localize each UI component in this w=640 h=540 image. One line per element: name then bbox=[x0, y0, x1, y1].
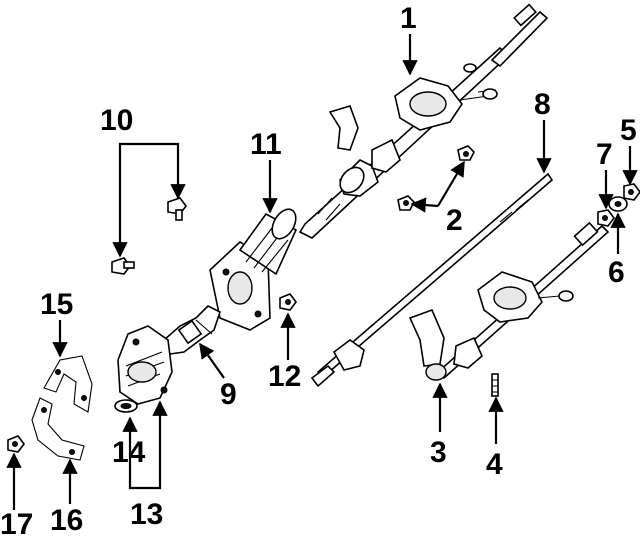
callout-4: 4 bbox=[486, 448, 503, 481]
steering-column-assembly-lower[interactable] bbox=[408, 221, 610, 381]
callout-2: 2 bbox=[446, 204, 463, 237]
bolt-part-4[interactable] bbox=[491, 373, 499, 397]
nut-part-5[interactable] bbox=[623, 183, 640, 201]
callout-13: 13 bbox=[130, 498, 163, 531]
leader-13-bracket bbox=[128, 474, 162, 490]
seal-ring[interactable] bbox=[114, 399, 138, 413]
callout-14: 14 bbox=[112, 436, 146, 469]
callout-9: 9 bbox=[220, 378, 237, 411]
gasket[interactable] bbox=[43, 355, 93, 413]
bolt-part-10-left[interactable] bbox=[111, 257, 135, 275]
steering-column-assembly-upper[interactable] bbox=[298, 3, 549, 239]
callout-11: 11 bbox=[250, 128, 282, 161]
callout-1: 1 bbox=[400, 2, 417, 35]
column-boot-cover[interactable] bbox=[209, 205, 301, 331]
leader-9 bbox=[199, 342, 225, 379]
callout-8: 8 bbox=[534, 88, 551, 121]
washer-part-6[interactable] bbox=[608, 196, 628, 212]
callout-12: 12 bbox=[268, 360, 301, 393]
nut-part-12[interactable] bbox=[279, 293, 297, 311]
bolt-part-10-right[interactable] bbox=[167, 197, 187, 221]
leader-2a bbox=[410, 197, 439, 213]
callout-3: 3 bbox=[430, 436, 447, 469]
lower-cover-assembly[interactable] bbox=[117, 325, 173, 405]
retainer-plate[interactable] bbox=[31, 397, 85, 461]
callout-10: 10 bbox=[100, 104, 133, 137]
callout-16: 16 bbox=[50, 504, 83, 537]
leader-10-bracket bbox=[118, 142, 180, 250]
callout-6: 6 bbox=[608, 256, 625, 289]
callout-5: 5 bbox=[620, 114, 637, 147]
callout-17: 17 bbox=[0, 508, 33, 540]
leader-lines bbox=[6, 34, 638, 510]
nut-part-17[interactable] bbox=[7, 435, 25, 453]
nut-part-2-upper[interactable] bbox=[457, 145, 475, 161]
callout-7: 7 bbox=[596, 138, 613, 171]
nut-part-7[interactable] bbox=[597, 209, 615, 227]
leader-2b bbox=[437, 160, 465, 207]
universal-joint[interactable] bbox=[163, 305, 221, 355]
callout-15: 15 bbox=[40, 288, 73, 321]
intermediate-shaft[interactable] bbox=[310, 172, 554, 388]
nut-part-2-lower[interactable] bbox=[397, 195, 415, 211]
